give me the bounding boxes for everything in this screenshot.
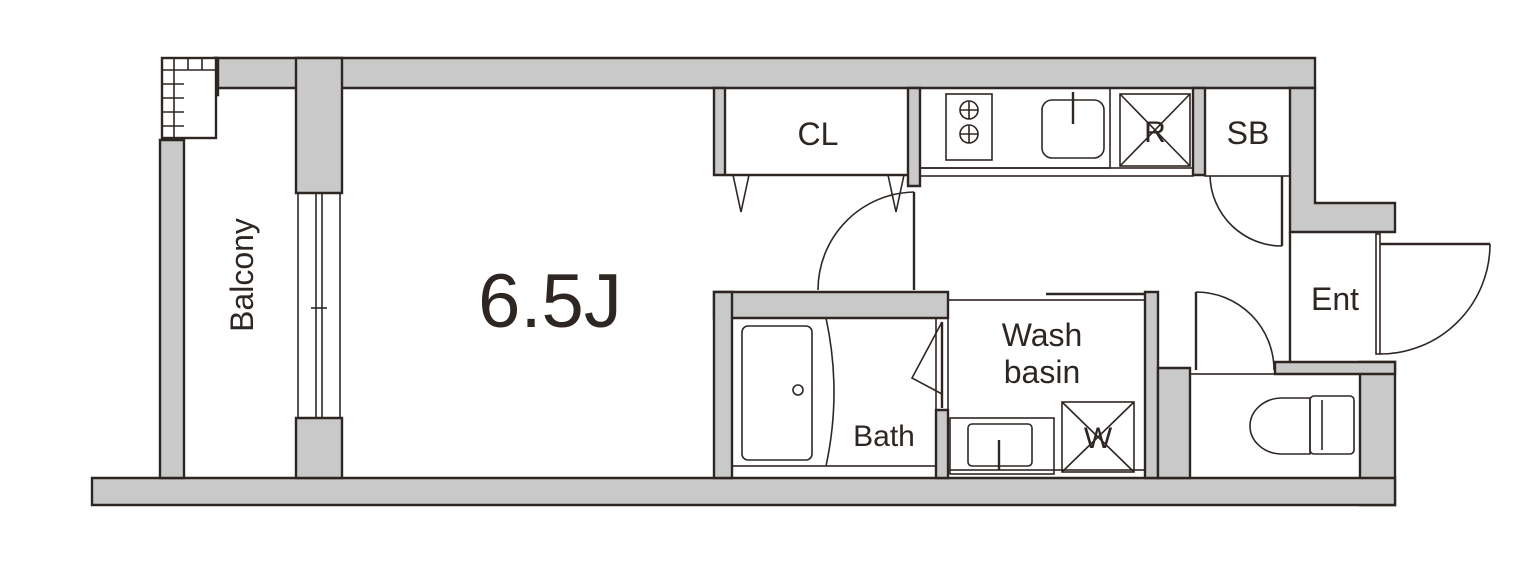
wall-closet-left bbox=[712, 86, 727, 177]
room-door bbox=[817, 191, 916, 291]
balcony-sliding-door bbox=[297, 192, 341, 419]
kitchen-sink-icon bbox=[1041, 92, 1105, 159]
closet-doors bbox=[725, 173, 908, 213]
wall-toilet-top bbox=[1156, 366, 1192, 480]
wall-toilet-divider bbox=[1273, 360, 1397, 376]
wash-label-line2: basin bbox=[1004, 354, 1081, 390]
entrance-label: Ent bbox=[1311, 281, 1359, 317]
refrigerator-icon: R bbox=[1119, 93, 1191, 167]
wall-closet-right bbox=[906, 86, 922, 188]
bath-label: Bath bbox=[853, 420, 915, 453]
entrance-door bbox=[1288, 232, 1491, 362]
wall-column-top bbox=[294, 56, 344, 195]
wall-bottom bbox=[90, 476, 1397, 507]
wash-area bbox=[947, 292, 1146, 475]
wall-balcony-left bbox=[158, 138, 186, 480]
main-room-label: 6.5J bbox=[478, 259, 622, 344]
wall-top bbox=[213, 56, 1317, 90]
refrigerator-label: R bbox=[1144, 116, 1166, 149]
balcony-label: Balcony bbox=[224, 218, 260, 332]
shoe-box-label: SB bbox=[1227, 115, 1270, 151]
toilet-icon bbox=[1189, 373, 1361, 479]
stove-icon bbox=[945, 93, 993, 161]
wall-sb-left bbox=[1191, 86, 1207, 177]
washer-label: W bbox=[1084, 422, 1113, 455]
closet-label: CL bbox=[798, 116, 839, 152]
wall-bath-top bbox=[712, 290, 950, 320]
corridor-door bbox=[1209, 175, 1284, 247]
balcony-railing bbox=[160, 56, 218, 140]
wall-wash-right bbox=[1143, 290, 1160, 480]
shoe-box bbox=[1204, 87, 1291, 177]
wall-right-upper bbox=[1288, 86, 1397, 234]
wall-bath-left bbox=[712, 290, 734, 480]
kitchen-counter bbox=[919, 87, 1194, 177]
toilet-door bbox=[1194, 291, 1275, 371]
wall-bath-divider bbox=[934, 408, 950, 480]
bathtub-icon bbox=[731, 317, 937, 467]
bath-door bbox=[910, 321, 944, 408]
wall-column-bottom bbox=[294, 416, 344, 480]
washer-icon: W bbox=[1061, 401, 1135, 473]
wash-label-line1: Wash bbox=[1002, 317, 1083, 353]
